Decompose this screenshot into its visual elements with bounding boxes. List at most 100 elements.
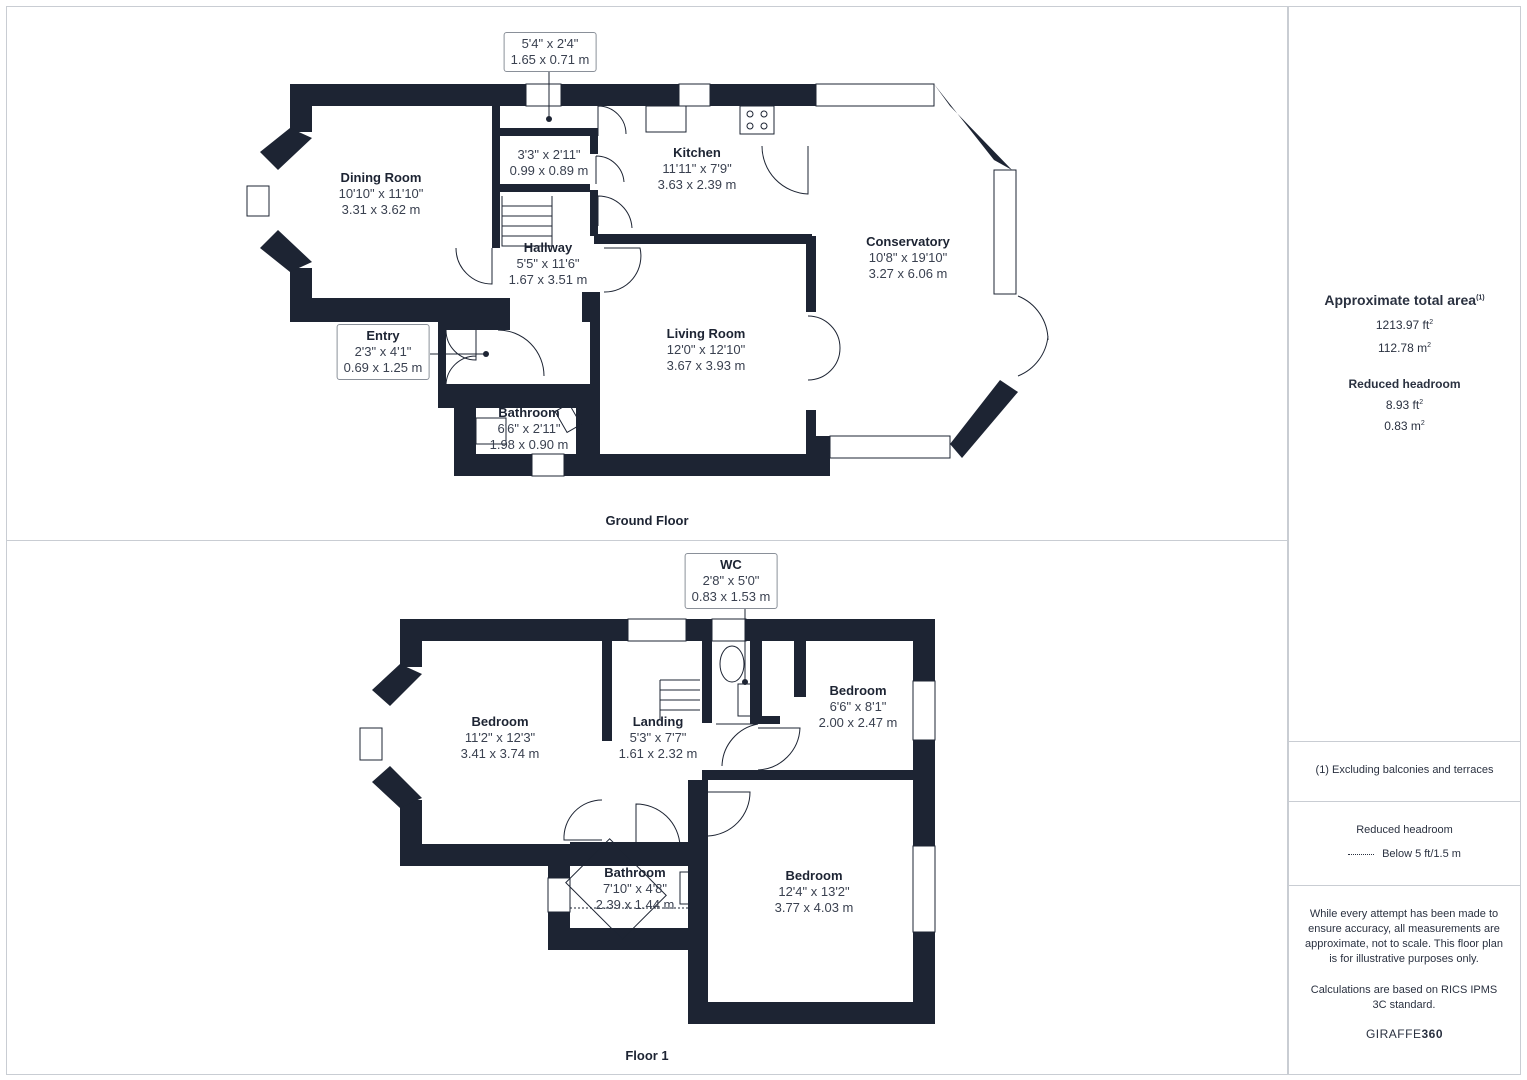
landing-dim-metric: 1.61 x 2.32 m bbox=[618, 746, 698, 761]
store-label: 5'4" x 2'4" 1.65 x 0.71 m bbox=[503, 32, 597, 72]
first-floor-frame bbox=[6, 540, 1288, 1075]
store-dim-imperial: 5'4" x 2'4" bbox=[521, 36, 579, 51]
hallway-label: Hallway 5'5" x 11'6" 1.67 x 3.51 m bbox=[509, 240, 588, 288]
ff-bed1-right bbox=[602, 641, 612, 741]
kitchen-dim-imperial: 11'11" x 7'9" bbox=[662, 161, 732, 176]
gf-top-wall-mid bbox=[561, 84, 679, 106]
brand-logo-light: GIRAFFE bbox=[1365, 1027, 1422, 1041]
living-room-label: Living Room 12'0" x 12'10" 3.67 x 3.93 m bbox=[667, 326, 746, 374]
ff-door-bed2 bbox=[757, 727, 801, 771]
ff-bed2-bed3-wall bbox=[702, 770, 922, 780]
ff-bath-top bbox=[570, 842, 704, 852]
sidebar-frame bbox=[1288, 6, 1521, 1075]
ff-right-wall-bottom bbox=[913, 932, 935, 1024]
dining-room-name: Dining Room bbox=[340, 170, 422, 185]
bathroom-ground-dim-imperial: 6'6" x 2'11" bbox=[497, 421, 561, 436]
bathroom-ground-name: Bathroom bbox=[498, 405, 560, 420]
bathroom-ground-label: Bathroom 6'6" x 2'11" 1.98 x 0.90 m bbox=[490, 405, 569, 453]
ff-door-bath bbox=[635, 803, 681, 847]
gf-door-living bbox=[603, 247, 642, 293]
entry-dim-metric: 0.69 x 1.25 m bbox=[343, 360, 423, 375]
gf-cupboard-wall-bottom bbox=[500, 184, 590, 192]
gf-window-top-kitchen bbox=[678, 83, 711, 107]
wc-marker bbox=[742, 679, 748, 685]
gf-living-bottom-wall bbox=[590, 454, 828, 476]
total-area-ft-unit-sup: 2 bbox=[1429, 319, 1434, 326]
gf-top-wall-left bbox=[290, 84, 526, 106]
bathroom-first-label: Bathroom 7'10" x 4'8" 2.39 x 1.44 m bbox=[596, 865, 675, 913]
ff-bed3-left bbox=[688, 780, 708, 1024]
cupboard-label: 3'3" x 2'11" 0.99 x 0.89 m bbox=[510, 147, 589, 179]
gf-bath-right-wall bbox=[576, 384, 598, 476]
bathroom-ground-dim-metric: 1.98 x 0.90 m bbox=[489, 437, 569, 452]
gf-window-top-store bbox=[525, 83, 562, 107]
gf-entry-left-wall bbox=[438, 322, 446, 392]
bedroom-1-name: Bedroom bbox=[471, 714, 529, 729]
reduced-headroom-title: Reduced headroom bbox=[1348, 377, 1461, 391]
gf-bath-bottom-wall bbox=[454, 454, 590, 476]
calc-note: Calculations are based on RICS IPMS 3C s… bbox=[1310, 984, 1498, 1011]
bedroom-1-dim-imperial: 11'2" x 12'3" bbox=[464, 730, 536, 745]
ff-window-bed2 bbox=[912, 680, 936, 741]
legend-title: Reduced headroom bbox=[1356, 824, 1453, 836]
gf-window-conservatory-top bbox=[815, 83, 935, 107]
store-marker bbox=[546, 116, 552, 122]
bedroom-2-dim-metric: 2.00 x 2.47 m bbox=[818, 715, 898, 730]
disclaimer: While every attempt has been made to ens… bbox=[1305, 908, 1503, 965]
first-floor-title: Floor 1 bbox=[625, 1048, 669, 1063]
gf-living-right-wall bbox=[806, 236, 816, 312]
ff-bath-sink bbox=[679, 871, 701, 905]
ff-door-wc bbox=[716, 723, 759, 767]
gf-window-bay-front bbox=[246, 185, 270, 217]
gf-bath-toilet bbox=[554, 402, 582, 434]
gf-door-hall-bath bbox=[497, 329, 545, 377]
brand-logo-bold: 360 bbox=[1421, 1027, 1444, 1041]
ff-window-bath bbox=[547, 877, 571, 913]
hallway-dim-metric: 1.67 x 3.51 m bbox=[508, 272, 588, 287]
gf-door-entry bbox=[445, 329, 477, 385]
ff-top-wall-left bbox=[400, 619, 628, 641]
gf-entry-wall-top bbox=[438, 322, 510, 330]
gf-bath-left-wall bbox=[454, 384, 476, 476]
gf-conservatory-bottom-left bbox=[816, 436, 830, 476]
gf-dining-left-wall-top bbox=[290, 84, 312, 132]
gf-dining-hall-divider bbox=[492, 106, 500, 248]
gf-window-bath bbox=[531, 453, 565, 477]
ff-wc-right-wall bbox=[750, 641, 762, 723]
ff-right-wall-mid bbox=[913, 740, 935, 846]
footnote: (1) Excluding balconies and terraces bbox=[1315, 764, 1494, 776]
gf-kitchen-hob bbox=[739, 105, 775, 135]
ff-door-bed1 bbox=[563, 799, 603, 841]
legend-dotted-line bbox=[1348, 853, 1375, 855]
sidebar-divider-3 bbox=[1288, 885, 1521, 886]
gf-door-dining bbox=[455, 247, 493, 285]
ff-bed1-left-top bbox=[400, 619, 422, 667]
ff-landing-wc-wall bbox=[702, 641, 712, 723]
ff-right-wall-top bbox=[913, 619, 935, 681]
ff-wc-toilet bbox=[719, 645, 745, 683]
ff-top-wall-mid bbox=[686, 619, 712, 641]
bedroom-3-dim-imperial: 12'4" x 13'2" bbox=[778, 884, 850, 899]
legend-text: Below 5 ft/1.5 m bbox=[1382, 848, 1461, 860]
total-area-m: 112.78 m2 bbox=[1288, 341, 1521, 355]
area-sidebar: Approximate total area(1) 1213.97 ft2 11… bbox=[1288, 6, 1521, 1075]
ff-stairs bbox=[659, 679, 700, 720]
landing-dim-imperial: 5'3" x 7'7" bbox=[629, 730, 687, 745]
living-room-dim-metric: 3.67 x 3.93 m bbox=[666, 358, 746, 373]
cupboard-dim-metric: 0.99 x 0.89 m bbox=[509, 163, 589, 178]
dining-room-dim-imperial: 10'10" x 11'10" bbox=[338, 186, 424, 201]
hallway-dim-imperial: 5'5" x 11'6" bbox=[516, 256, 580, 271]
total-area-ft: 1213.97 ft2 bbox=[1288, 318, 1521, 332]
conservatory-name: Conservatory bbox=[866, 234, 950, 249]
conservatory-dim-imperial: 10'8" x 19'10" bbox=[868, 250, 948, 265]
conservatory-dim-metric: 3.27 x 6.06 m bbox=[868, 266, 948, 281]
wc-label: WC 2'8" x 5'0" 0.83 x 1.53 m bbox=[684, 553, 778, 609]
gf-cupboard-wall-right bbox=[590, 128, 598, 154]
gf-cupboard-wall-top bbox=[500, 128, 598, 136]
entry-label: Entry 2'3" x 4'1" 0.69 x 1.25 m bbox=[336, 324, 430, 380]
reduced-headroom-m-unit-sup: 2 bbox=[1420, 420, 1425, 427]
gf-door-conservatory bbox=[761, 145, 809, 195]
ff-window-top-landing bbox=[627, 618, 687, 642]
gf-window-conservatory-right bbox=[993, 169, 1017, 295]
